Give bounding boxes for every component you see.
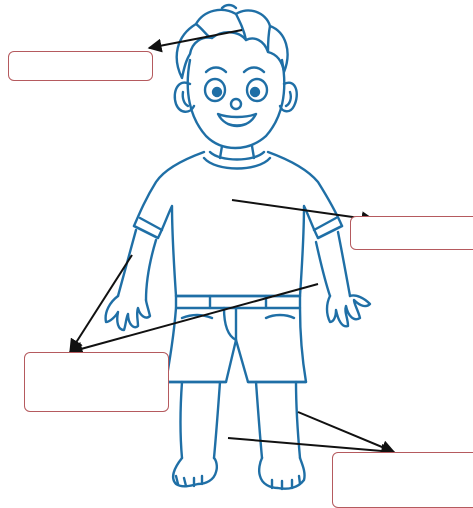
- arrow-left-leg: [228, 438, 394, 452]
- head-outline: [188, 60, 285, 148]
- left-hand: [106, 296, 150, 330]
- mouth: [218, 114, 256, 126]
- answer-box-chest[interactable]: [350, 216, 473, 250]
- answer-box-hair[interactable]: [8, 51, 153, 81]
- hair-outline: [177, 10, 288, 78]
- right-leg: [256, 382, 262, 458]
- right-hand: [327, 295, 370, 326]
- right-arm: [316, 242, 330, 296]
- nose: [231, 99, 241, 109]
- left-leg: [181, 382, 183, 458]
- answer-box-hands[interactable]: [24, 352, 169, 412]
- answer-box-legs[interactable]: [332, 452, 473, 508]
- shirt-outline: [134, 152, 342, 296]
- arrow-hair: [149, 30, 242, 48]
